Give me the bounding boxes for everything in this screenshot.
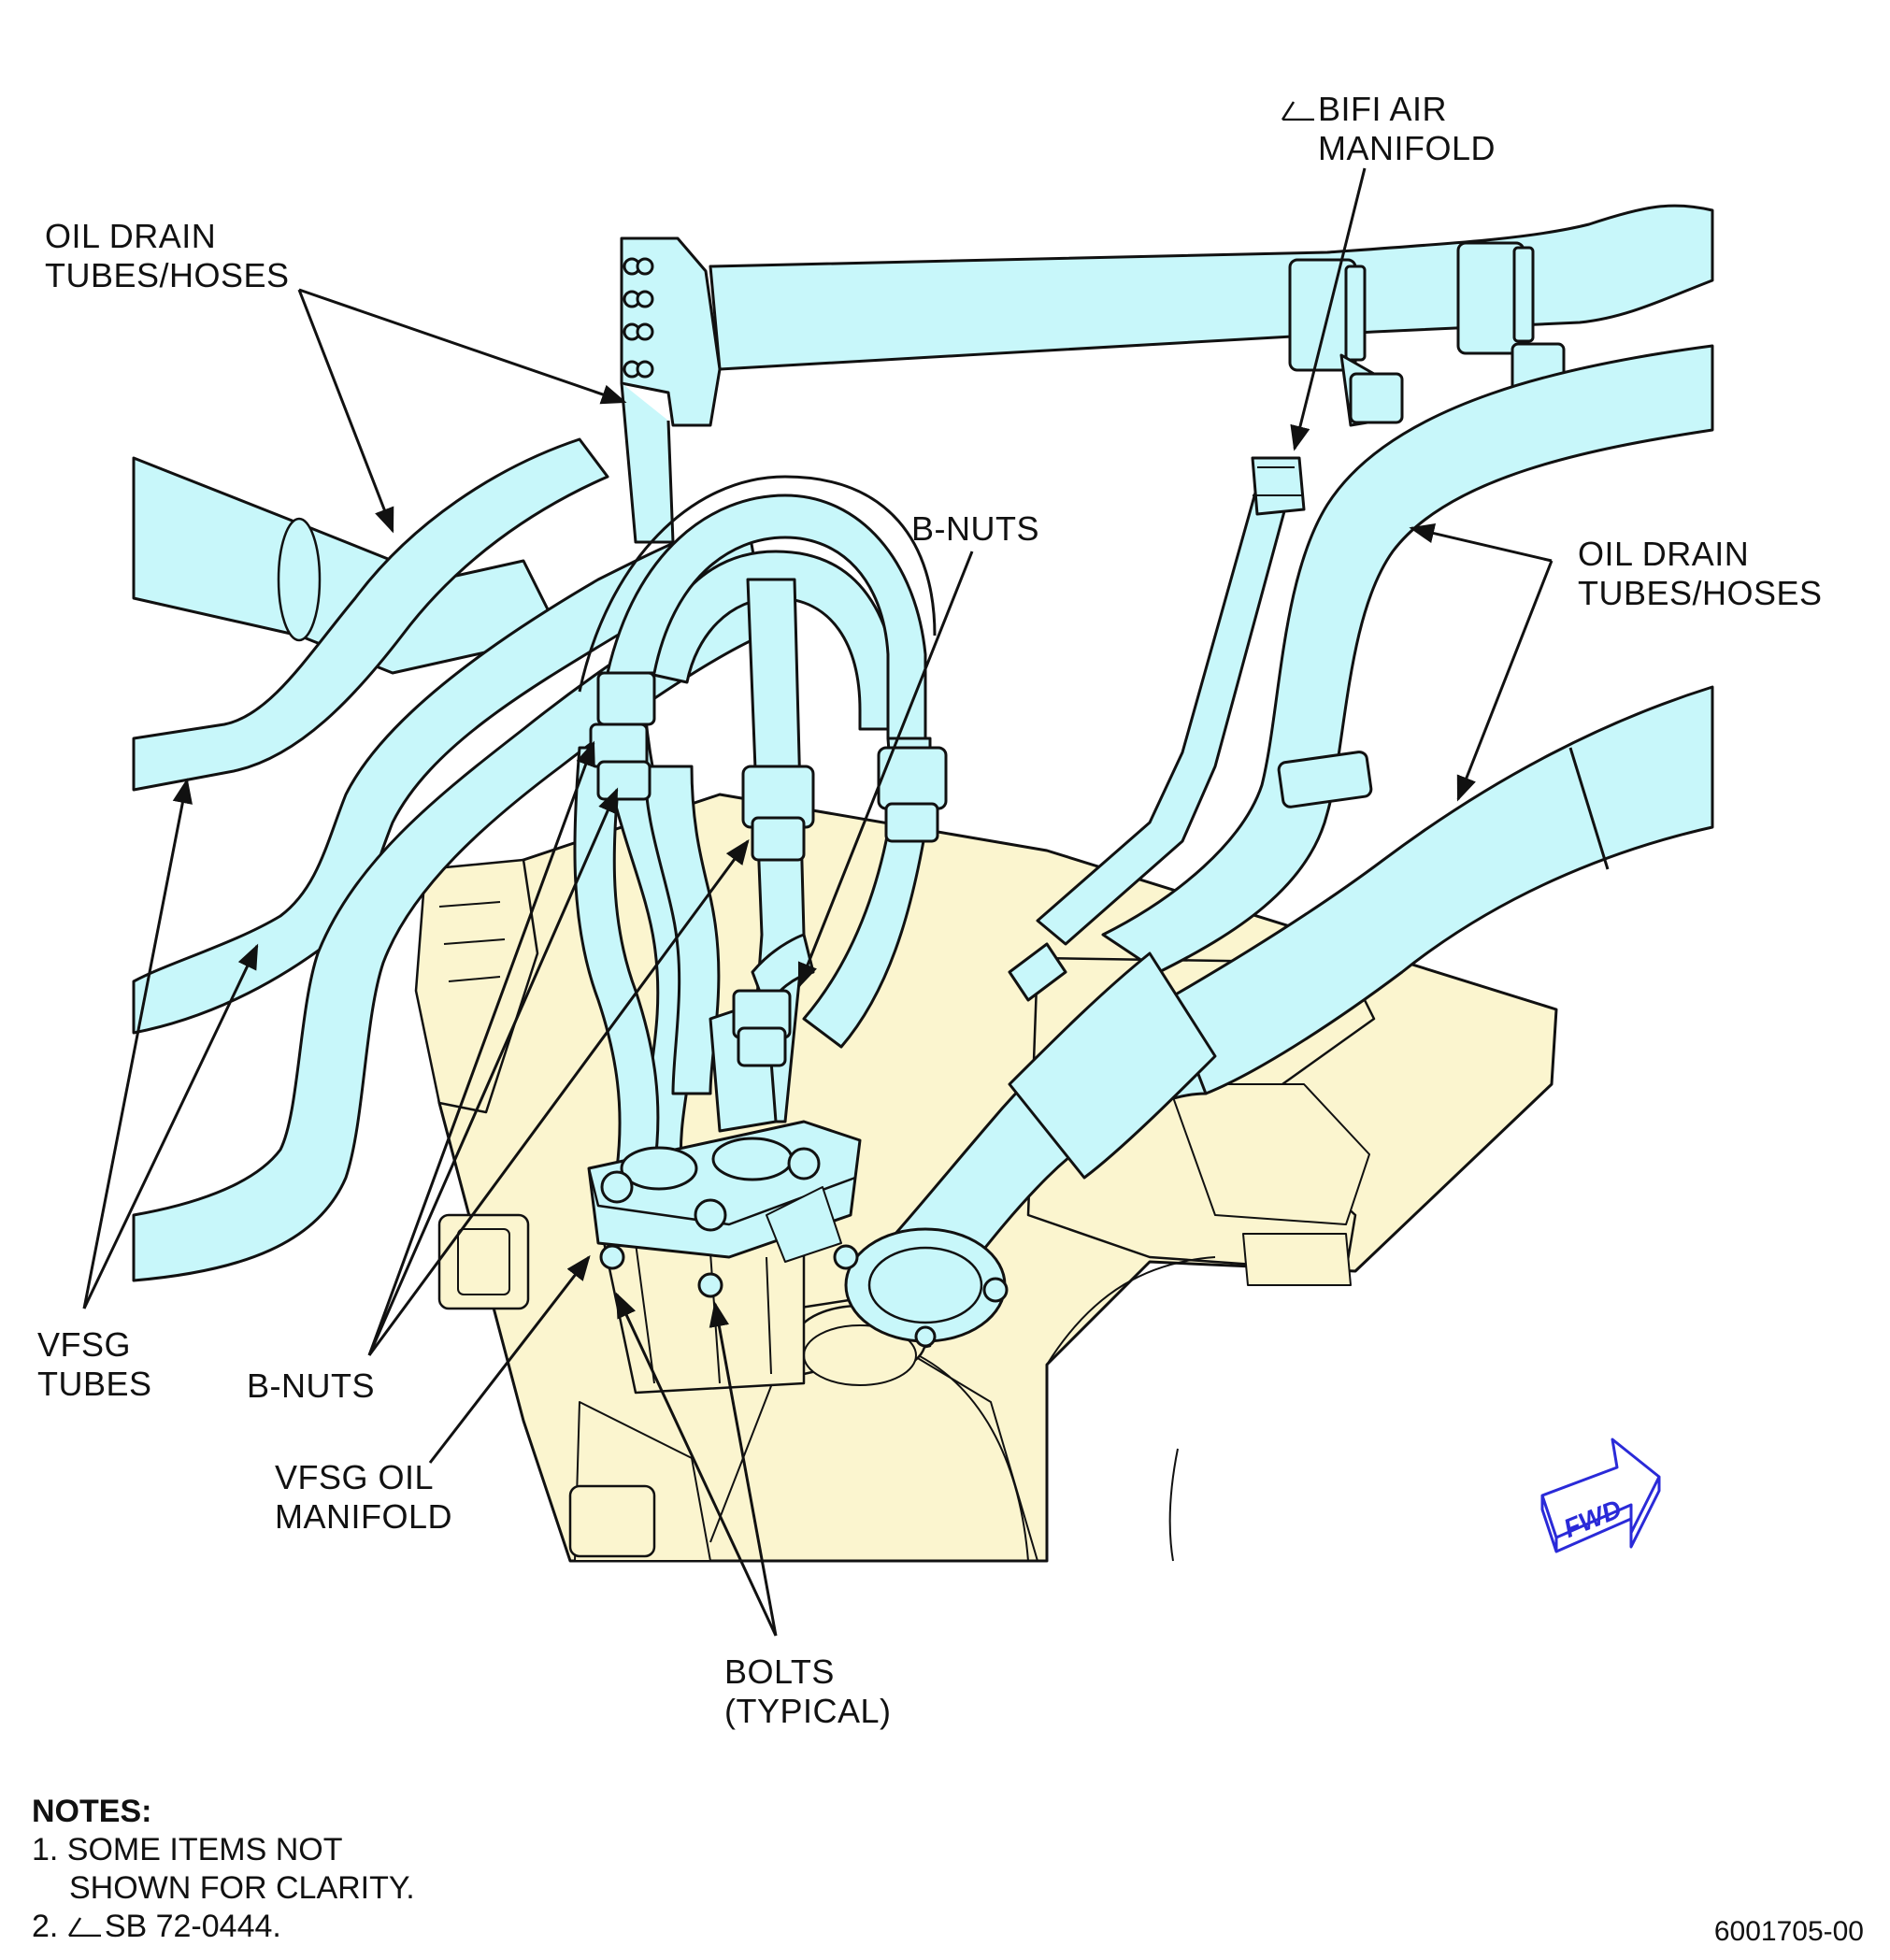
bifi-air-manifold-tube <box>1008 456 1306 1002</box>
callout-b-nuts-bottom: B-NUTS <box>247 1366 375 1405</box>
note-2: 2. SB 72-0444. <box>32 1908 415 1946</box>
callout-b-nuts-top: B-NUTS <box>911 509 1039 548</box>
callout-vfsg-tubes-line1: VFSG <box>37 1325 132 1364</box>
service-bulletin-triangle-icon <box>67 1917 101 1937</box>
callout-oil-drain-left: OIL DRAIN TUBES/HOSES <box>45 217 290 295</box>
service-bulletin-triangle-icon <box>1281 101 1314 121</box>
callout-oil-drain-left-line2: TUBES/HOSES <box>45 256 290 294</box>
note-2-text: SB 72-0444. <box>104 1909 281 1944</box>
callout-bifi-line2: MANIFOLD <box>1318 129 1496 167</box>
callout-oil-drain-right-line2: TUBES/HOSES <box>1578 574 1823 612</box>
figure-reference-number: 6001705-00 <box>1713 1916 1864 1947</box>
note-2-number: 2. <box>32 1909 59 1944</box>
callout-vfsg-tubes: VFSG TUBES <box>37 1325 152 1404</box>
callout-oil-drain-right: OIL DRAIN TUBES/HOSES <box>1578 535 1823 613</box>
callout-vfsg-tubes-line2: TUBES <box>37 1365 152 1403</box>
callout-vfsg-manifold-line1: VFSG OIL <box>275 1458 435 1496</box>
callout-vfsg-oil-manifold: VFSG OIL MANIFOLD <box>275 1458 452 1537</box>
oil-drain-tube-upper <box>620 204 1714 544</box>
callout-bifi-line1-wrap: BIFI AIR <box>1281 90 1496 129</box>
callout-oil-drain-right-line1: OIL DRAIN <box>1578 535 1750 573</box>
callout-bolts-line2: (TYPICAL) <box>724 1692 892 1730</box>
callout-bolts: BOLTS (TYPICAL) <box>724 1652 892 1731</box>
central-tube-bundle <box>573 475 948 1298</box>
callout-oil-drain-left-line1: OIL DRAIN <box>45 217 217 255</box>
leader-lines <box>82 167 1554 1637</box>
note-1-line2: SHOWN FOR CLARITY. <box>69 1870 415 1906</box>
notes-title: NOTES: <box>32 1794 152 1829</box>
callout-bifi-line1: BIFI AIR <box>1318 90 1448 128</box>
fwd-arrow <box>1540 1438 1661 1553</box>
callout-bifi-air-manifold: BIFI AIR MANIFOLD <box>1281 90 1496 168</box>
notes-block: NOTES: 1. SOME ITEMS NOT SHOWN FOR CLARI… <box>32 1793 415 1946</box>
oil-drain-hose-right <box>833 344 1714 1348</box>
callout-vfsg-manifold-line2: MANIFOLD <box>275 1497 453 1536</box>
note-1-line1: 1. SOME ITEMS NOT <box>32 1832 343 1867</box>
callout-bolts-line1: BOLTS <box>724 1652 835 1691</box>
